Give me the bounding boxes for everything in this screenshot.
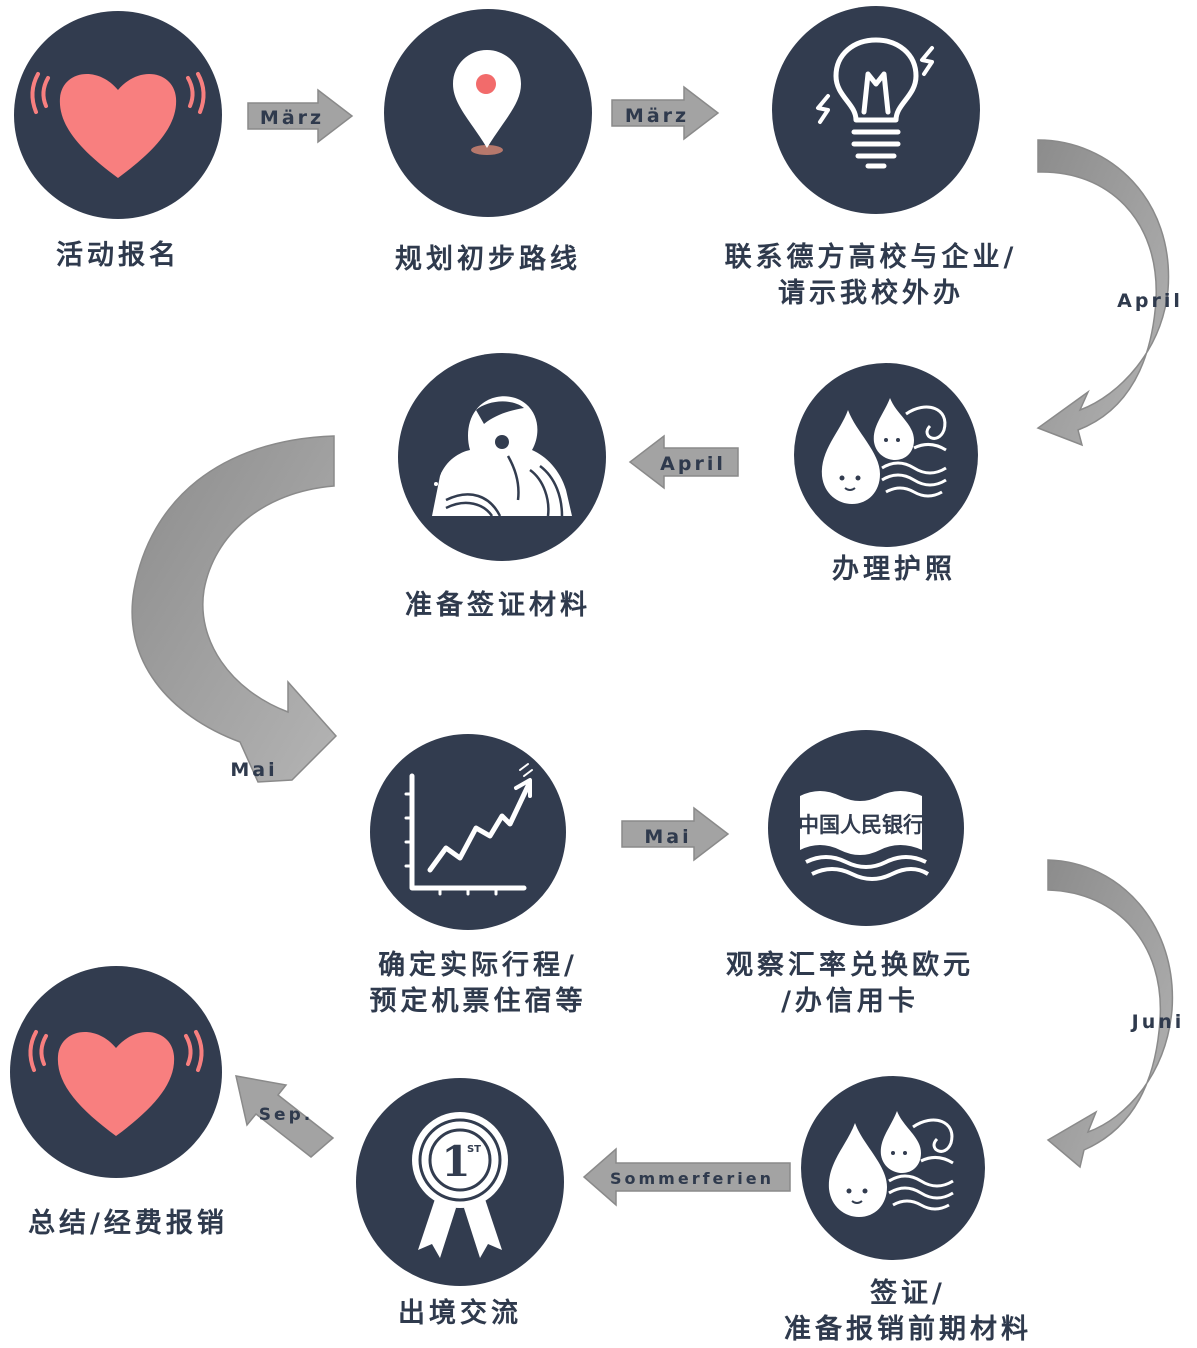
label-line: /办信用卡 (781, 986, 919, 1017)
first-place-medal-icon: 1 ST (412, 1112, 508, 1258)
map-pin-icon (453, 50, 521, 155)
label-line: 总结/经费报销 (28, 1208, 228, 1239)
step-label-currency: 观察汇率兑换欧元 /办信用卡 (700, 948, 1000, 1020)
label-line: 办理护照 (832, 554, 956, 585)
step-label-visa: 签证/ 准备报销前期材料 (758, 1276, 1058, 1348)
arrow-passport-to-visa-materials: April (628, 434, 739, 490)
label-line: 签证/ (870, 1278, 946, 1309)
step-visa-node (801, 1076, 985, 1260)
step-label-signup: 活动报名 (18, 238, 218, 274)
woman-portrait-icon (432, 396, 572, 517)
banknote-text: 中国人民银行 (798, 813, 924, 837)
step-visa-materials-node (398, 353, 606, 561)
step-label-passport: 办理护照 (794, 552, 994, 588)
step-contact-node (772, 6, 980, 214)
step-label-route: 规划初步路线 (368, 242, 608, 278)
arrow-signup-to-route: März (247, 88, 354, 144)
water-drop-wave-icon (828, 1111, 954, 1217)
step-label-summary: 总结/经费报销 (8, 1206, 248, 1242)
label-line: 请示我校外办 (778, 278, 964, 309)
arrow-label: Juni (1130, 1011, 1185, 1033)
step-currency-node: 中国人民银行 (768, 730, 964, 926)
arrow-visa-materials-to-itinerary: Mai (131, 435, 338, 783)
medal-number: 1 (441, 1137, 470, 1186)
water-drop-wave-icon (821, 398, 947, 504)
heart-icon (30, 72, 206, 178)
medal-suffix: ST (467, 1144, 481, 1155)
arrow-contact-to-passport: April (1036, 139, 1183, 447)
arrow-label: April (660, 453, 726, 475)
banknote-icon: 中国人民银行 (798, 791, 930, 881)
lightbulb-icon (816, 37, 934, 169)
step-label-itinerary: 确定实际行程/ 预定机票住宿等 (338, 948, 618, 1020)
step-route-node (384, 9, 592, 217)
arrow-currency-to-visa: Juni (1046, 859, 1185, 1169)
arrow-visa-to-exchange: Sommerferien (582, 1147, 791, 1207)
arrow-label: April (1117, 290, 1183, 312)
arrow-label: Sommerferien (610, 1169, 774, 1188)
label-line: 观察汇率兑换欧元 (726, 950, 974, 981)
arrow-route-to-contact: März (611, 85, 720, 141)
arrow-label: Mai (230, 759, 277, 781)
step-summary-node (10, 966, 222, 1178)
label-line: 联系德方高校与企业/ (724, 242, 1018, 273)
arrow-label: März (625, 105, 689, 127)
arrow-label: Mai (644, 826, 691, 848)
step-label-exchange: 出境交流 (360, 1296, 560, 1332)
label-line: 准备签证材料 (405, 590, 591, 621)
label-line: 准备报销前期材料 (784, 1314, 1032, 1345)
label-line: 确定实际行程/ (378, 950, 578, 981)
label-line: 活动报名 (56, 240, 180, 271)
growth-chart-icon (404, 763, 533, 896)
step-itinerary-node (370, 734, 566, 930)
arrow-exchange-to-summary: Sep. (235, 1075, 335, 1158)
arrow-itinerary-to-currency: Mai (621, 806, 730, 862)
step-exchange-node: 1 ST (356, 1078, 564, 1286)
arrow-label: März (260, 107, 324, 129)
label-line: 预定机票住宿等 (369, 986, 587, 1017)
step-passport-node (794, 363, 978, 547)
label-line: 规划初步路线 (395, 244, 581, 275)
label-line: 出境交流 (398, 1298, 522, 1329)
arrow-label: Sep. (259, 1105, 313, 1125)
step-label-visa-materials: 准备签证材料 (378, 588, 618, 624)
step-signup-node (14, 11, 222, 219)
step-label-contact: 联系德方高校与企业/ 请示我校外办 (696, 240, 1046, 312)
heart-icon (28, 1030, 204, 1136)
